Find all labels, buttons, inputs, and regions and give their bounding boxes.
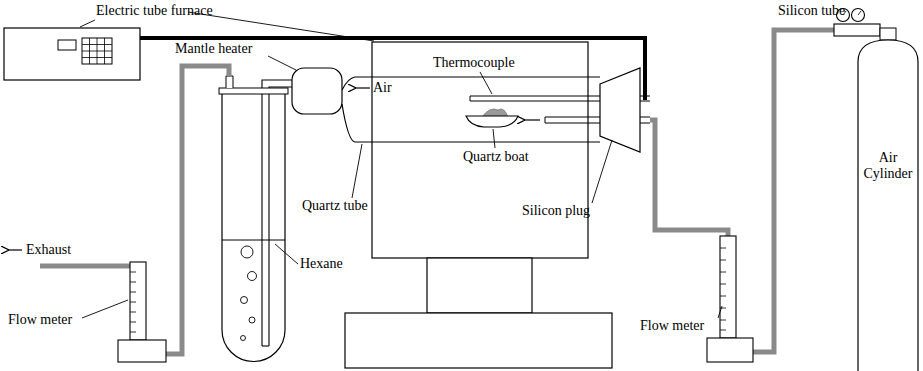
outlet-tube [226, 76, 233, 88]
furnace-base [345, 313, 612, 368]
silicon-tube [650, 120, 728, 236]
silicon-plug [600, 68, 640, 152]
flow-meter [707, 236, 753, 362]
part-label: Quartz tube [302, 198, 368, 214]
furnace-stand [427, 258, 532, 313]
exhaust-tube [40, 264, 138, 266]
test-tube [222, 92, 285, 362]
leader-line [80, 12, 722, 318]
bubbles [241, 246, 257, 341]
node-text: Air Cylinder [860, 150, 916, 182]
liquid-level [222, 240, 285, 241]
part-label: Hexane [300, 256, 343, 272]
quartz-boat [466, 109, 518, 127]
part-label: Air [373, 80, 392, 96]
exhaust-arrow [8, 249, 22, 250]
furnace-body [372, 42, 588, 258]
flow-arrow [524, 119, 540, 120]
part-label: Electric tube furnace [96, 3, 213, 19]
flow-arrow [355, 87, 370, 88]
part-label: Silicon plug [522, 203, 590, 219]
part-label: Quartz boat [463, 149, 529, 165]
part-label: Thermocouple [433, 55, 515, 71]
power-cable [140, 38, 645, 100]
part-label: Exhaust [26, 242, 71, 258]
furnace-controller [4, 28, 140, 80]
part-label: Flow meter [640, 318, 704, 334]
part-label: Mantle heater [175, 41, 252, 57]
flow-meter [118, 262, 166, 362]
cylinder-valve [880, 28, 896, 40]
part-label: Flow meter [8, 312, 72, 328]
plug-tubes [640, 96, 650, 123]
test-tube-cap [219, 88, 288, 94]
silicon-tube [166, 66, 229, 354]
glass-tube [262, 80, 292, 346]
silicon-tube [752, 30, 834, 352]
gas-cylinder [858, 40, 918, 371]
mantle-heater [292, 68, 342, 114]
cylinder-label: Air Cylinder [860, 150, 916, 182]
part-label: Silicon tube [778, 3, 845, 19]
quartz-tube [342, 77, 600, 142]
